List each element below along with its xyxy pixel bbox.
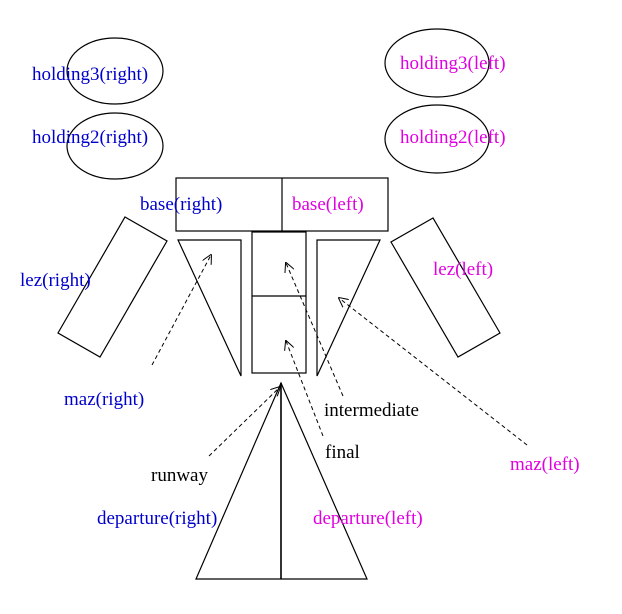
holding3-left-label: holding3(left) <box>400 53 506 74</box>
holding3-left-ellipse <box>384 28 490 98</box>
departure-right-label: departure(right) <box>97 508 217 529</box>
maz-left-label: maz(left) <box>510 454 580 475</box>
approach-column <box>251 231 307 374</box>
maz-right-zone <box>177 239 242 377</box>
holding3-right-ellipse <box>66 37 164 105</box>
intermediate-label: intermediate <box>324 400 419 421</box>
base-left-label: base(left) <box>292 194 364 215</box>
final-label: final <box>325 442 360 463</box>
runway-label: runway <box>151 465 208 486</box>
lez-right-label: lez(right) <box>20 270 91 291</box>
holding2-right-label: holding2(right) <box>32 127 148 148</box>
lez-right-zone <box>57 216 168 358</box>
departure-left-label: departure(left) <box>313 508 423 529</box>
maz-right-label: maz(right) <box>64 389 144 410</box>
lez-left-label: lez(left) <box>433 259 493 280</box>
maz-left-pointer-arrow <box>339 298 528 446</box>
holding2-right-ellipse <box>66 112 164 180</box>
holding2-left-label: holding2(left) <box>400 127 506 148</box>
final-pointer-arrow <box>286 341 324 437</box>
maz-left-zone <box>316 239 381 377</box>
runway-pointer-arrow <box>208 387 280 457</box>
base-right-label: base(right) <box>140 194 222 215</box>
holding2-left-ellipse <box>384 104 490 174</box>
lez-left-zone <box>390 217 501 358</box>
holding3-right-label: holding3(right) <box>32 64 148 85</box>
intermediate-pointer-arrow <box>286 263 344 397</box>
maz-right-pointer-arrow <box>151 255 211 366</box>
